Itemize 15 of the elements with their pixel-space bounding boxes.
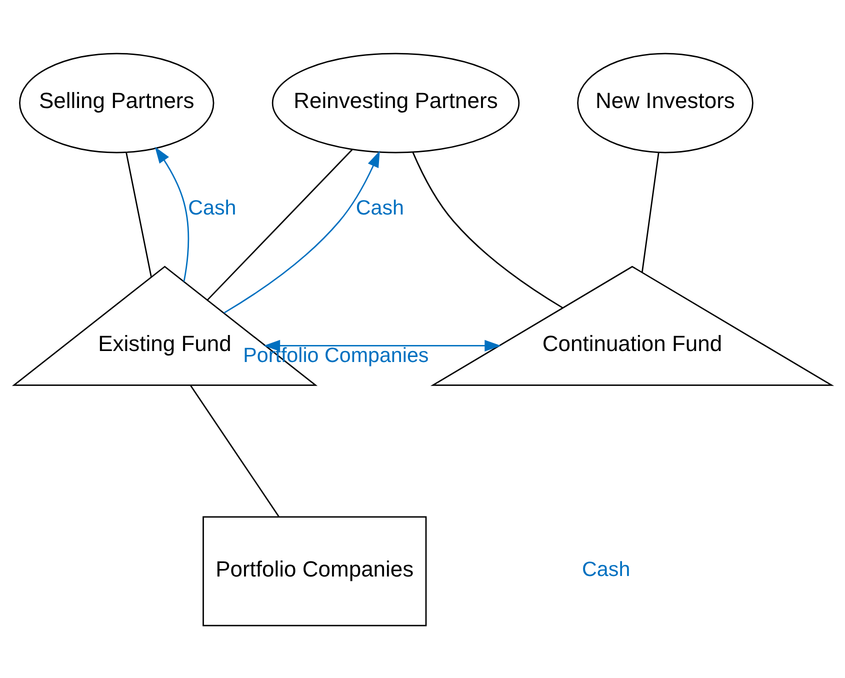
arrow — [264, 339, 502, 351]
connector — [126, 152, 152, 277]
label: Cash — [582, 558, 630, 580]
node-ellipse: Reinvesting Partners — [272, 52, 520, 153]
connector — [412, 151, 563, 308]
edge-label: Cash — [356, 196, 404, 219]
edge-label: Cash — [188, 196, 236, 219]
arrow — [154, 146, 190, 282]
node-box: Portfolio Companies — [202, 516, 427, 626]
connector — [207, 148, 353, 300]
node-ellipse: Selling Partners — [19, 52, 214, 153]
connector — [190, 384, 280, 516]
arrow — [224, 150, 380, 314]
node-ellipse: New Investors — [577, 52, 754, 153]
connector — [642, 152, 660, 272]
